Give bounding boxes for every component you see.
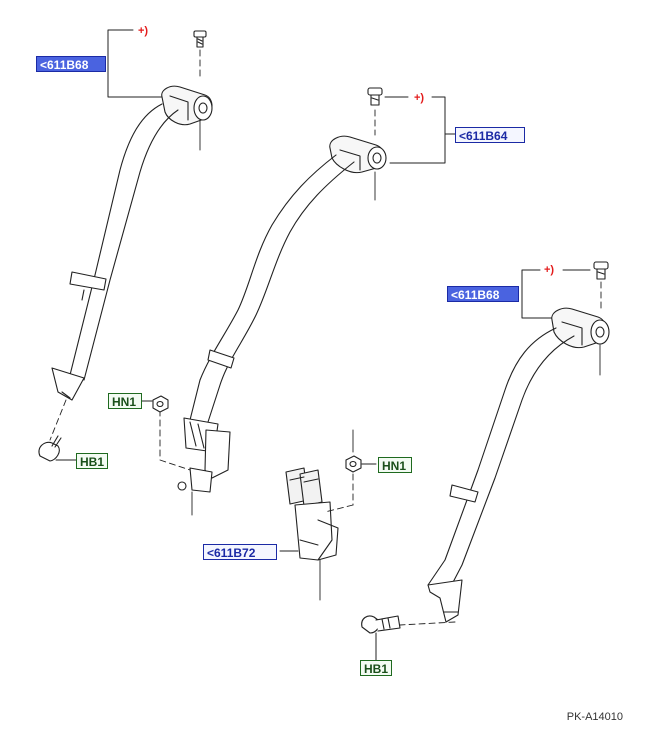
callout-611b68-left[interactable]: <611B68 (36, 56, 106, 72)
callout-611b64[interactable]: <611B64 (455, 127, 525, 143)
figure-id: PK-A14010 (566, 711, 623, 723)
left-seatbelt-assembly (38, 29, 213, 462)
nut-icon (345, 455, 362, 473)
callout-hb1-right[interactable]: HB1 (360, 660, 392, 676)
bolt-icon (38, 435, 62, 462)
callout-hb1-left[interactable]: HB1 (76, 453, 108, 469)
callout-611b68-right[interactable]: <611B68 (447, 286, 519, 302)
bolt-icon (361, 615, 401, 634)
seatbelt-retractor-icon (551, 307, 610, 376)
callout-hn1-left[interactable]: HN1 (108, 393, 142, 409)
right-seatbelt-assembly (361, 261, 610, 661)
seatbelt-retractor-icon (161, 85, 213, 151)
center-seatbelt-assembly (141, 87, 456, 516)
buckle-icon (285, 467, 323, 507)
bolt-icon (193, 30, 207, 48)
torque-mark-left: +) (138, 25, 149, 37)
callout-hn1-right[interactable]: HN1 (378, 457, 412, 473)
seatbelt-retractor-icon (329, 135, 387, 201)
buckle-assembly (279, 429, 377, 601)
bolt-icon (367, 87, 383, 106)
bolt-icon (593, 261, 609, 280)
torque-mark-right: +) (544, 264, 555, 276)
callout-611b72[interactable]: <611B72 (203, 544, 277, 560)
torque-mark-center: +) (414, 92, 425, 104)
nut-icon (152, 395, 169, 413)
